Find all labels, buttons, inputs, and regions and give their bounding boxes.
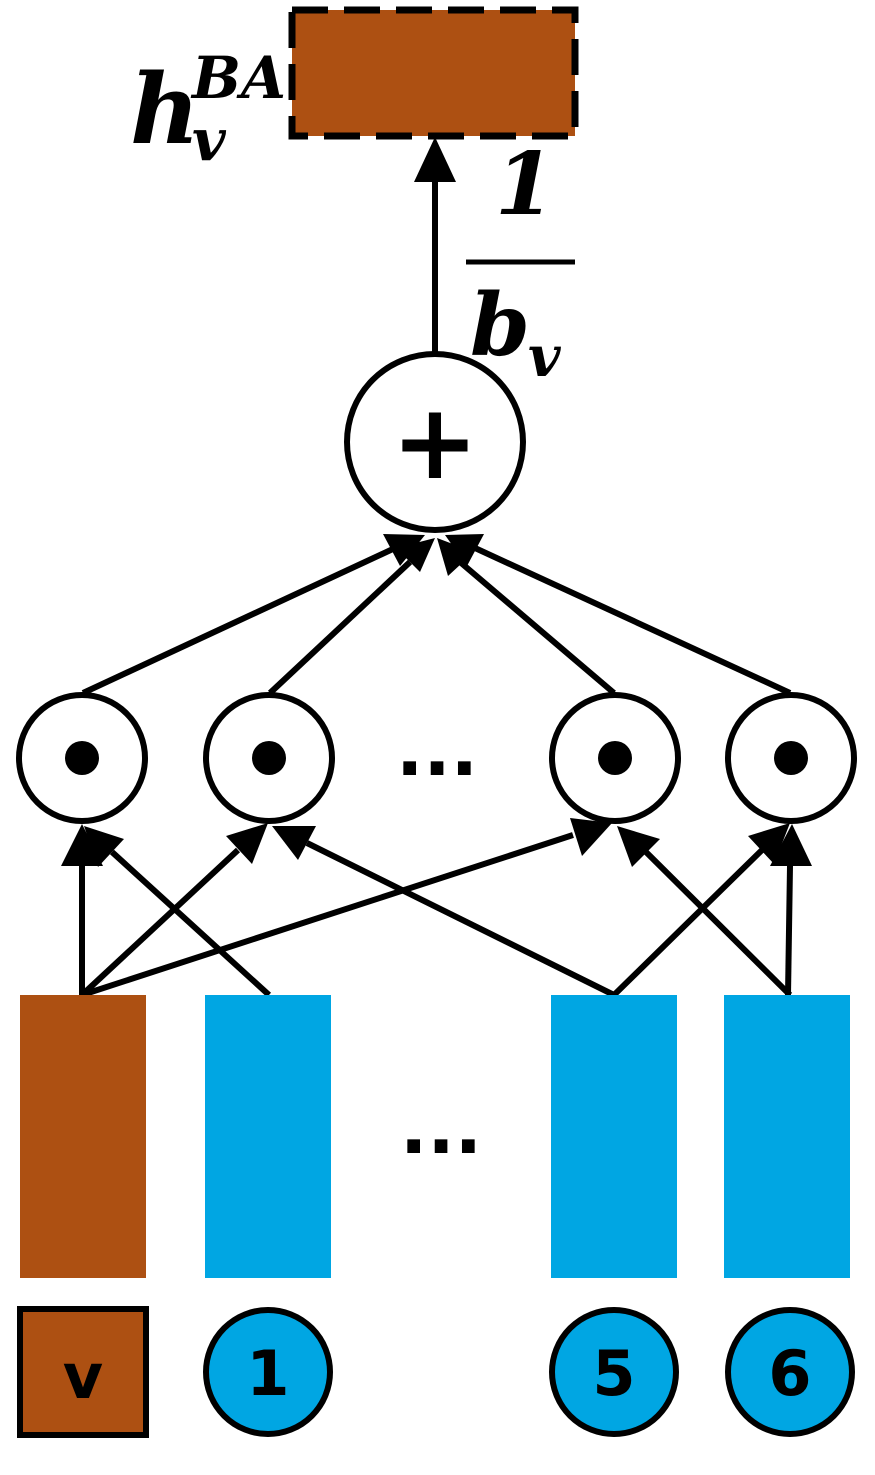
output-label-sup: BA xyxy=(190,44,286,112)
output-vector-box xyxy=(288,6,579,140)
neighbor-node-text: 5 xyxy=(592,1337,635,1410)
neighbor-input-vector xyxy=(724,995,850,1278)
neighbor-node-label: 5 xyxy=(549,1307,679,1437)
scale-numerator: 1 xyxy=(495,134,555,235)
sum-node: + xyxy=(344,351,526,533)
neighbor-input-vector xyxy=(551,995,677,1278)
output-label-sub: v xyxy=(192,106,227,174)
product-node xyxy=(725,692,857,824)
self-node-label: v xyxy=(17,1306,149,1438)
input-ellipsis: ... xyxy=(400,1086,482,1170)
neighbor-node-text: 1 xyxy=(246,1337,289,1410)
neighbor-node-label: 6 xyxy=(725,1307,855,1437)
node-labels: v 1 5 6 xyxy=(17,1306,855,1438)
product-node xyxy=(203,692,335,824)
product-to-sum-arrows xyxy=(81,534,792,696)
input-vectors: ... xyxy=(20,995,850,1278)
scale-denominator-base: b xyxy=(470,275,530,376)
product-ellipsis: ... xyxy=(396,708,478,792)
product-node xyxy=(549,692,681,824)
neighbor-input-vector xyxy=(205,995,331,1278)
output-label-base: h xyxy=(130,53,200,166)
scale-factor: 1 b v xyxy=(466,134,575,390)
self-node-text: v xyxy=(63,1340,103,1413)
self-input-vector xyxy=(20,995,146,1278)
sum-to-output-arrow xyxy=(414,137,456,352)
scale-denominator-sub: v xyxy=(528,324,562,390)
sum-symbol: + xyxy=(391,381,478,503)
neighbor-node-text: 6 xyxy=(768,1337,811,1410)
neighbor-node-label: 1 xyxy=(203,1307,333,1437)
output-vector: h v BA xyxy=(130,6,579,174)
input-to-product-arrows xyxy=(61,818,812,998)
product-nodes: ... xyxy=(16,692,857,824)
product-node xyxy=(16,692,148,824)
